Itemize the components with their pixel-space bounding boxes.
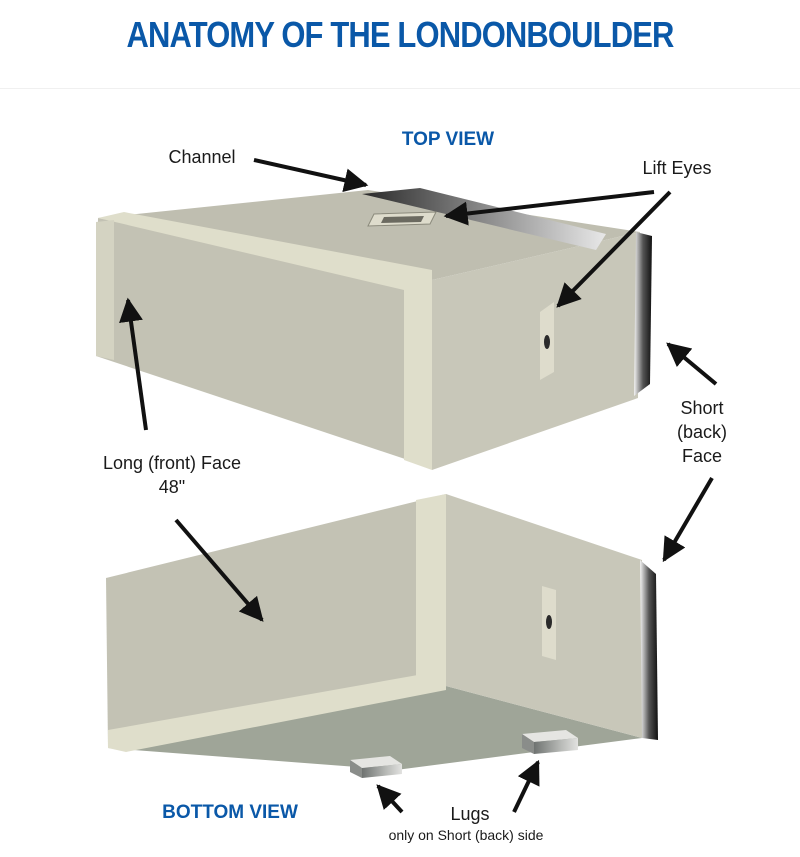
top-block-short-face — [432, 232, 640, 470]
top-view-label: TOP VIEW — [402, 129, 494, 150]
bottom-block — [106, 494, 658, 778]
page-title: ANATOMY OF THE LONDONBOULDER — [126, 14, 675, 55]
bottom-block-bottom-face — [108, 686, 642, 770]
top-block — [96, 188, 652, 470]
channel — [362, 188, 606, 250]
arrow-lift-eye-side — [556, 190, 672, 308]
bottom-view-label: BOTTOM VIEW — [162, 802, 298, 823]
label-short-face-3: Face — [682, 446, 722, 466]
label-short-face-1: Short — [680, 398, 723, 418]
arrow-short-face-top — [666, 342, 718, 386]
label-lugs-note: only on Short (back) side — [389, 827, 544, 843]
label-long-face-1: Long (front) Face — [103, 453, 241, 473]
label-long-face-2: 48" — [159, 477, 185, 497]
lug-right — [522, 730, 578, 754]
label-lift-eyes: Lift Eyes — [642, 158, 711, 178]
label-channel: Channel — [168, 147, 235, 167]
arrow-lug-right — [512, 759, 540, 813]
arrow-lift-eye-top — [443, 190, 655, 226]
arrow-long-face-bottom — [174, 518, 264, 622]
top-block-long-face — [96, 218, 432, 468]
bottom-block-long-face — [106, 494, 446, 748]
callout-arrows — [119, 158, 718, 814]
arrow-short-face-bottom — [662, 476, 714, 563]
label-short-face-2: (back) — [677, 422, 727, 442]
lug-left — [350, 756, 402, 778]
arrow-channel — [253, 158, 369, 193]
arrow-lug-left — [376, 784, 404, 814]
label-lugs: Lugs — [450, 804, 489, 824]
header-band: ANATOMY OF THE LONDONBOULDER — [0, 0, 800, 89]
arrow-long-face-top — [119, 297, 148, 431]
